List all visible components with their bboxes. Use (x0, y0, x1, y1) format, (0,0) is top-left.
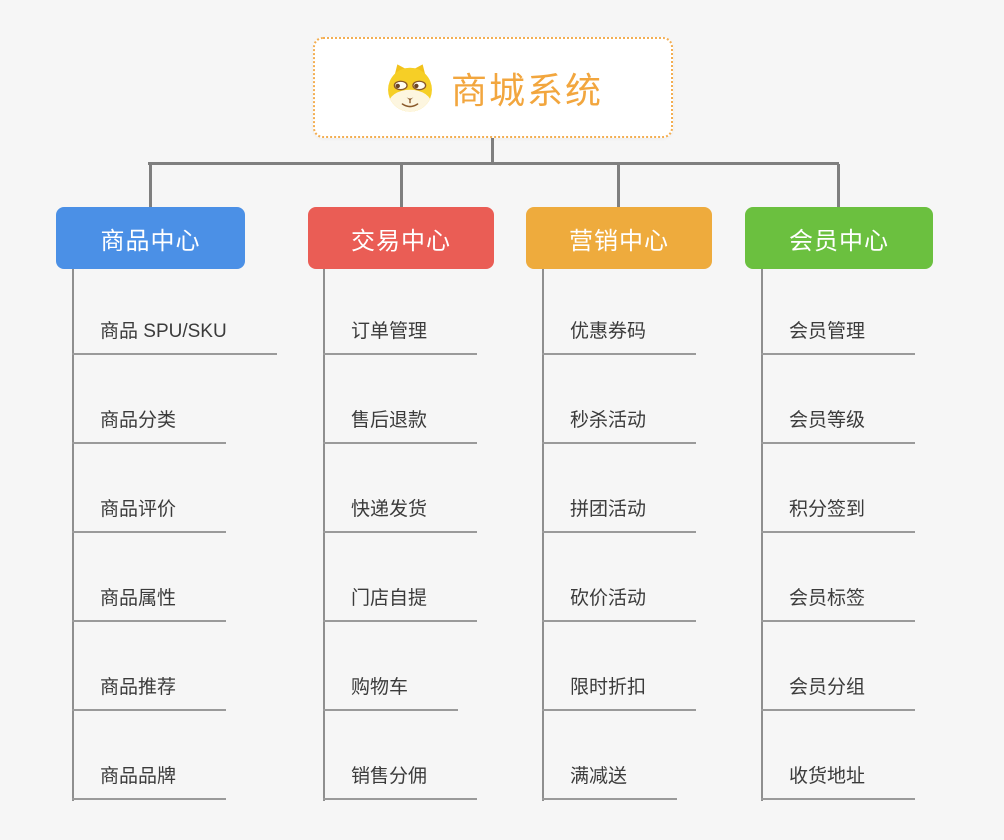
connector-column-product (72, 269, 74, 801)
leaf-node[interactable]: 限时折扣 (542, 671, 697, 711)
leaf-node[interactable]: 快递发货 (323, 493, 478, 533)
connector-column-trade (323, 269, 325, 801)
leaf-node[interactable]: 商品分类 (72, 404, 227, 444)
doge-icon (388, 63, 432, 112)
connector-drop-trade (400, 164, 403, 208)
root-title: 商城系统 (450, 69, 603, 111)
leaf-node[interactable]: 会员等级 (761, 404, 916, 444)
leaf-node[interactable]: 商品 SPU/SKU (72, 315, 277, 355)
connector-column-marketing (542, 269, 544, 801)
leaf-node[interactable]: 门店自提 (323, 582, 478, 622)
leaf-node[interactable]: 购物车 (323, 671, 459, 711)
leaf-node[interactable]: 会员标签 (761, 582, 916, 622)
branch-marketing-center[interactable]: 营销中心 (526, 207, 712, 269)
connector-bus (148, 162, 839, 165)
leaf-node[interactable]: 商品推荐 (72, 671, 227, 711)
branch-label: 营销中心 (569, 227, 669, 255)
leaf-node[interactable]: 会员分组 (761, 671, 916, 711)
leaf-node[interactable]: 售后退款 (323, 404, 478, 444)
leaf-node[interactable]: 满减送 (542, 760, 678, 800)
leaf-node[interactable]: 商品品牌 (72, 760, 227, 800)
connector-drop-product (149, 164, 152, 208)
leaf-node[interactable]: 砍价活动 (542, 582, 697, 622)
leaf-node[interactable]: 商品评价 (72, 493, 227, 533)
branch-label: 交易中心 (351, 227, 451, 255)
root-topic[interactable]: 商城系统 (313, 37, 673, 138)
branch-member-center[interactable]: 会员中心 (745, 207, 933, 269)
leaf-node[interactable]: 优惠券码 (542, 315, 697, 355)
branch-product-center[interactable]: 商品中心 (56, 207, 245, 269)
connector-root-drop (491, 137, 494, 164)
connector-drop-marketing (617, 164, 620, 208)
leaf-node[interactable]: 销售分佣 (323, 760, 478, 800)
leaf-node[interactable]: 积分签到 (761, 493, 916, 533)
leaf-node[interactable]: 订单管理 (323, 315, 478, 355)
leaf-node[interactable]: 收货地址 (761, 760, 916, 800)
leaf-node[interactable]: 拼团活动 (542, 493, 697, 533)
leaf-node[interactable]: 商品属性 (72, 582, 227, 622)
connector-drop-member (837, 164, 840, 208)
branch-label: 商品中心 (100, 227, 201, 255)
branch-label: 会员中心 (789, 227, 889, 255)
connector-column-member (761, 269, 763, 801)
branch-trade-center[interactable]: 交易中心 (308, 207, 494, 269)
leaf-node[interactable]: 秒杀活动 (542, 404, 697, 444)
leaf-node[interactable]: 会员管理 (761, 315, 916, 355)
